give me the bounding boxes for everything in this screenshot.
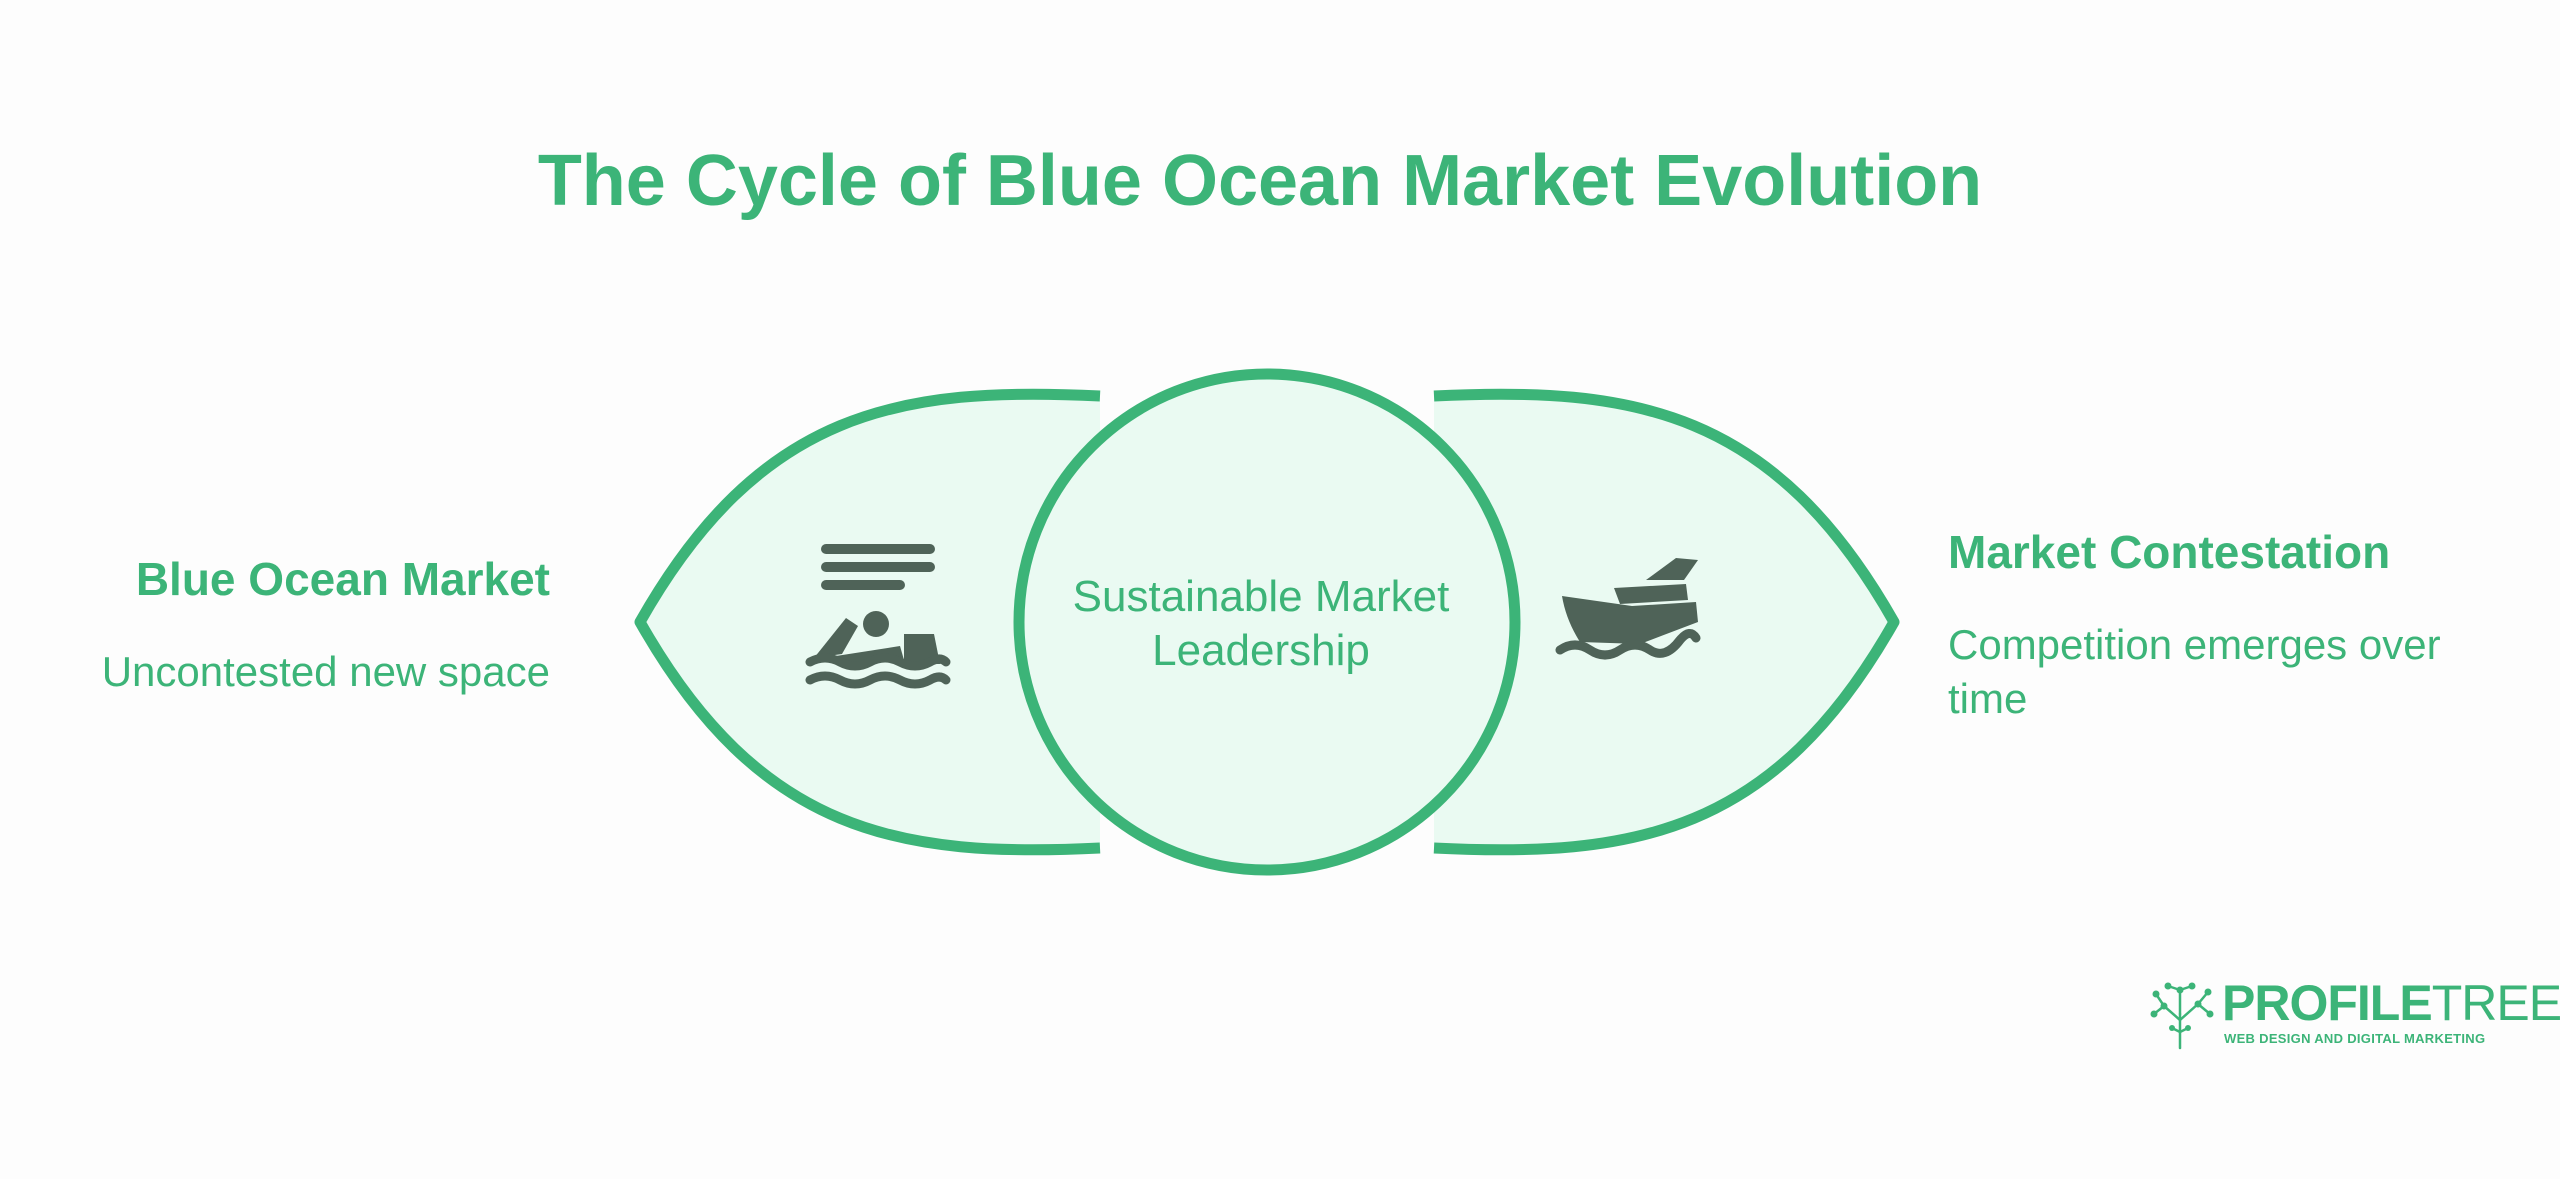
logo-wordmark: PROFILETREE: [2222, 978, 2560, 1028]
center-label: Sustainable Market Leadership: [1036, 570, 1486, 678]
ship-on-waves-icon: [1555, 558, 1701, 660]
right-heading: Market Contestation: [1948, 526, 2391, 578]
swimmer-near-boat-icon: [805, 544, 951, 689]
center-label-line2: Leadership: [1152, 626, 1370, 675]
right-description: Competition emerges over time: [1948, 621, 2441, 722]
left-description: Uncontested new space: [101, 648, 550, 695]
profiletree-logo: PROFILETREE WEB DESIGN AND DIGITAL MARKE…: [2150, 976, 2560, 1056]
logo-wordmark-bold: PROFILE: [2222, 975, 2433, 1031]
left-heading: Blue Ocean Market: [135, 553, 550, 605]
logo-wordmark-thin: TREE: [2431, 975, 2560, 1031]
logo-tagline: WEB DESIGN AND DIGITAL MARKETING: [2224, 1031, 2486, 1046]
tree-network-icon: [2150, 982, 2214, 1050]
center-circle: [1013, 368, 1521, 876]
page-title: The Cycle of Blue Ocean Market Evolution: [537, 141, 1983, 221]
center-label-line1: Sustainable Market: [1072, 572, 1450, 621]
